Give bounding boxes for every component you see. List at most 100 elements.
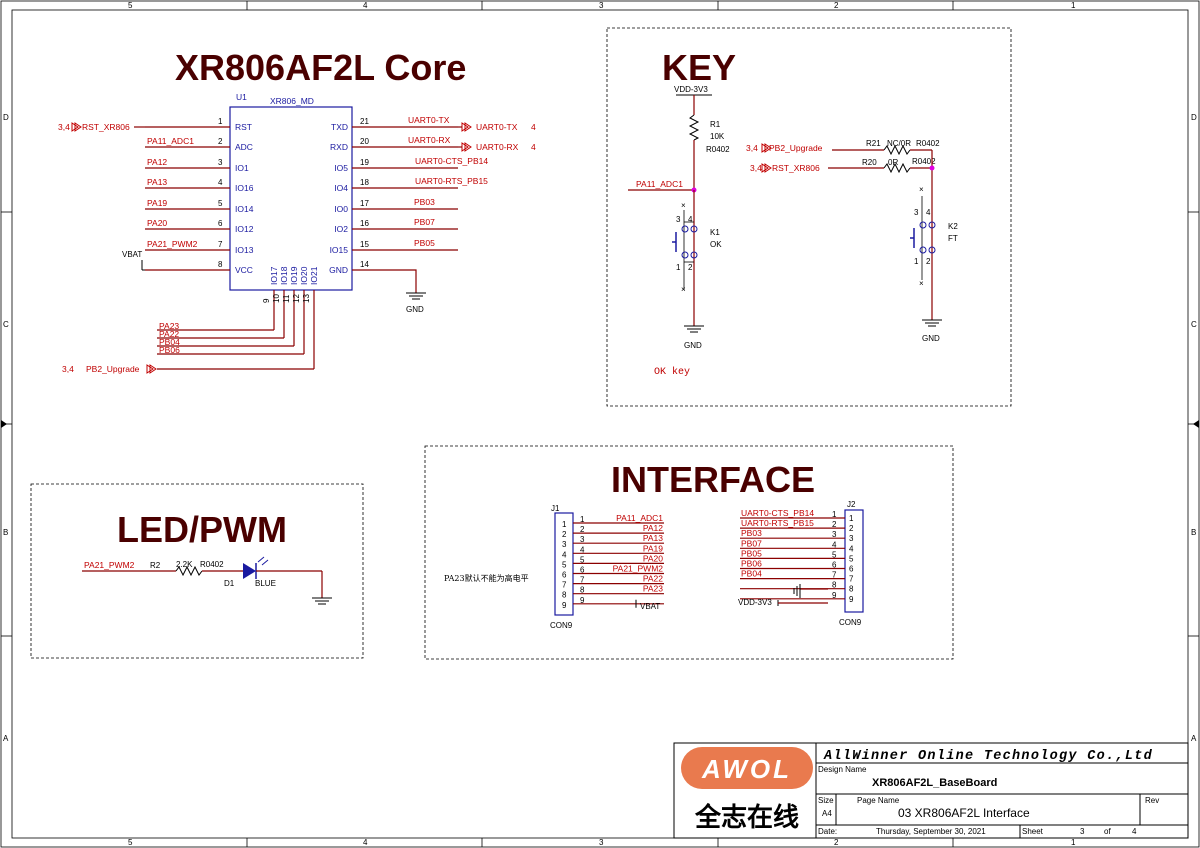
key-title: KEY — [662, 47, 736, 88]
svg-text:IO18: IO18 — [279, 266, 289, 285]
svg-text:RST_XR806: RST_XR806 — [82, 122, 130, 132]
svg-text:J2: J2 — [847, 500, 856, 509]
svg-text:RXD: RXD — [330, 142, 348, 152]
ok-key-note: OK key — [654, 366, 690, 378]
k2-switch: × 3 4 1 2 × K2 FT — [910, 185, 958, 288]
svg-text:IO1: IO1 — [235, 163, 249, 173]
svg-text:6: 6 — [218, 219, 223, 228]
col-label: 1 — [1071, 838, 1076, 847]
svg-text:IO13: IO13 — [235, 245, 254, 255]
key-section: KEY VDD-3V3 R1 10K R0402 PA11_ADC1 3 4 1… — [606, 27, 1012, 407]
row-label: C — [3, 320, 9, 329]
svg-text:4: 4 — [688, 215, 693, 224]
logo-text: AWOL — [701, 754, 792, 784]
svg-text:UART0-CTS_PB14: UART0-CTS_PB14 — [415, 156, 488, 166]
svg-text:4: 4 — [832, 540, 837, 549]
svg-text:21: 21 — [360, 117, 369, 126]
svg-text:R0402: R0402 — [706, 145, 730, 154]
k1-switch: 3 4 1 2 × × K1 OK — [672, 201, 722, 294]
svg-text:13: 13 — [302, 294, 311, 303]
svg-text:PB2_Upgrade: PB2_Upgrade — [86, 364, 140, 374]
svg-text:TXD: TXD — [331, 122, 348, 132]
svg-text:12: 12 — [292, 294, 301, 303]
svg-text:3: 3 — [218, 158, 223, 167]
interface-title: INTERFACE — [611, 459, 815, 500]
svg-text:7: 7 — [832, 571, 837, 580]
r1-resistor — [688, 114, 700, 141]
svg-text:Design Name: Design Name — [818, 765, 867, 774]
svg-text:Rev: Rev — [1145, 796, 1159, 805]
svg-text:1: 1 — [849, 514, 854, 523]
svg-text:4: 4 — [218, 178, 223, 187]
svg-text:9: 9 — [849, 595, 854, 604]
svg-text:3: 3 — [562, 540, 567, 549]
svg-text:PB04: PB04 — [741, 569, 762, 579]
svg-text:20: 20 — [360, 137, 369, 146]
svg-text:1: 1 — [832, 510, 837, 519]
u1-body — [229, 106, 353, 291]
svg-text:8: 8 — [580, 586, 585, 595]
svg-text:PA21_PWM2: PA21_PWM2 — [613, 564, 664, 574]
svg-text:RST_XR806: RST_XR806 — [772, 163, 820, 173]
led-title: LED/PWM — [117, 509, 287, 550]
svg-text:1: 1 — [580, 515, 585, 524]
row-label: A — [1191, 734, 1197, 743]
svg-text:PA19: PA19 — [643, 543, 663, 553]
j1-pin: 8 8 PA23 — [562, 584, 664, 600]
svg-text:ADC: ADC — [235, 142, 253, 152]
svg-text:CON9: CON9 — [550, 621, 573, 630]
svg-text:8: 8 — [849, 585, 854, 594]
svg-text:3,4: 3,4 — [750, 163, 762, 173]
logo-cn: 全志在线 — [694, 802, 799, 833]
d1-led — [243, 563, 256, 579]
svg-text:4: 4 — [1132, 827, 1137, 836]
svg-text:11: 11 — [282, 294, 291, 303]
svg-text:IO16: IO16 — [235, 183, 254, 193]
svg-text:RST: RST — [235, 122, 252, 132]
svg-text:PA13: PA13 — [643, 533, 663, 543]
gnd-symbol: GND — [352, 269, 426, 314]
row-label: B — [1191, 528, 1196, 537]
svg-text:of: of — [1104, 827, 1111, 836]
svg-text:5: 5 — [849, 554, 854, 563]
svg-text:3,4: 3,4 — [62, 364, 74, 374]
svg-text:1: 1 — [914, 257, 919, 266]
svg-text:8: 8 — [562, 591, 567, 600]
svg-text:1: 1 — [676, 263, 681, 272]
col-label: 5 — [128, 838, 133, 847]
svg-text:PA23: PA23 — [643, 584, 663, 594]
svg-text:PB07: PB07 — [414, 217, 435, 227]
svg-text:7: 7 — [218, 240, 223, 249]
col-label: 1 — [1071, 1, 1076, 10]
svg-text:2.2K: 2.2K — [176, 560, 193, 569]
j2-pin: 1 1 UART0-CTS_PB14 — [740, 508, 854, 523]
svg-text:OK: OK — [710, 240, 722, 249]
vdd-label: VDD-3V3 — [674, 85, 708, 94]
svg-text:CON9: CON9 — [839, 618, 862, 627]
svg-text:14: 14 — [360, 260, 369, 269]
svg-text:3: 3 — [1080, 827, 1085, 836]
svg-text:3: 3 — [676, 215, 681, 224]
svg-text:R0402: R0402 — [916, 139, 940, 148]
svg-text:PA21_PWM2: PA21_PWM2 — [84, 560, 135, 570]
title-block: AWOL 全志在线 AllWinner Online Technology Co… — [673, 742, 1189, 839]
j2-pin: 99 — [740, 591, 854, 604]
svg-text:A4: A4 — [822, 809, 832, 818]
svg-text:6: 6 — [849, 565, 854, 574]
svg-text:UART0-CTS_PB14: UART0-CTS_PB14 — [741, 508, 814, 518]
svg-text:PB06: PB06 — [741, 559, 762, 569]
svg-text:7: 7 — [580, 576, 585, 585]
svg-text:VCC: VCC — [235, 265, 253, 275]
svg-text:UART0-TX: UART0-TX — [408, 115, 450, 125]
svg-text:9: 9 — [832, 591, 837, 600]
